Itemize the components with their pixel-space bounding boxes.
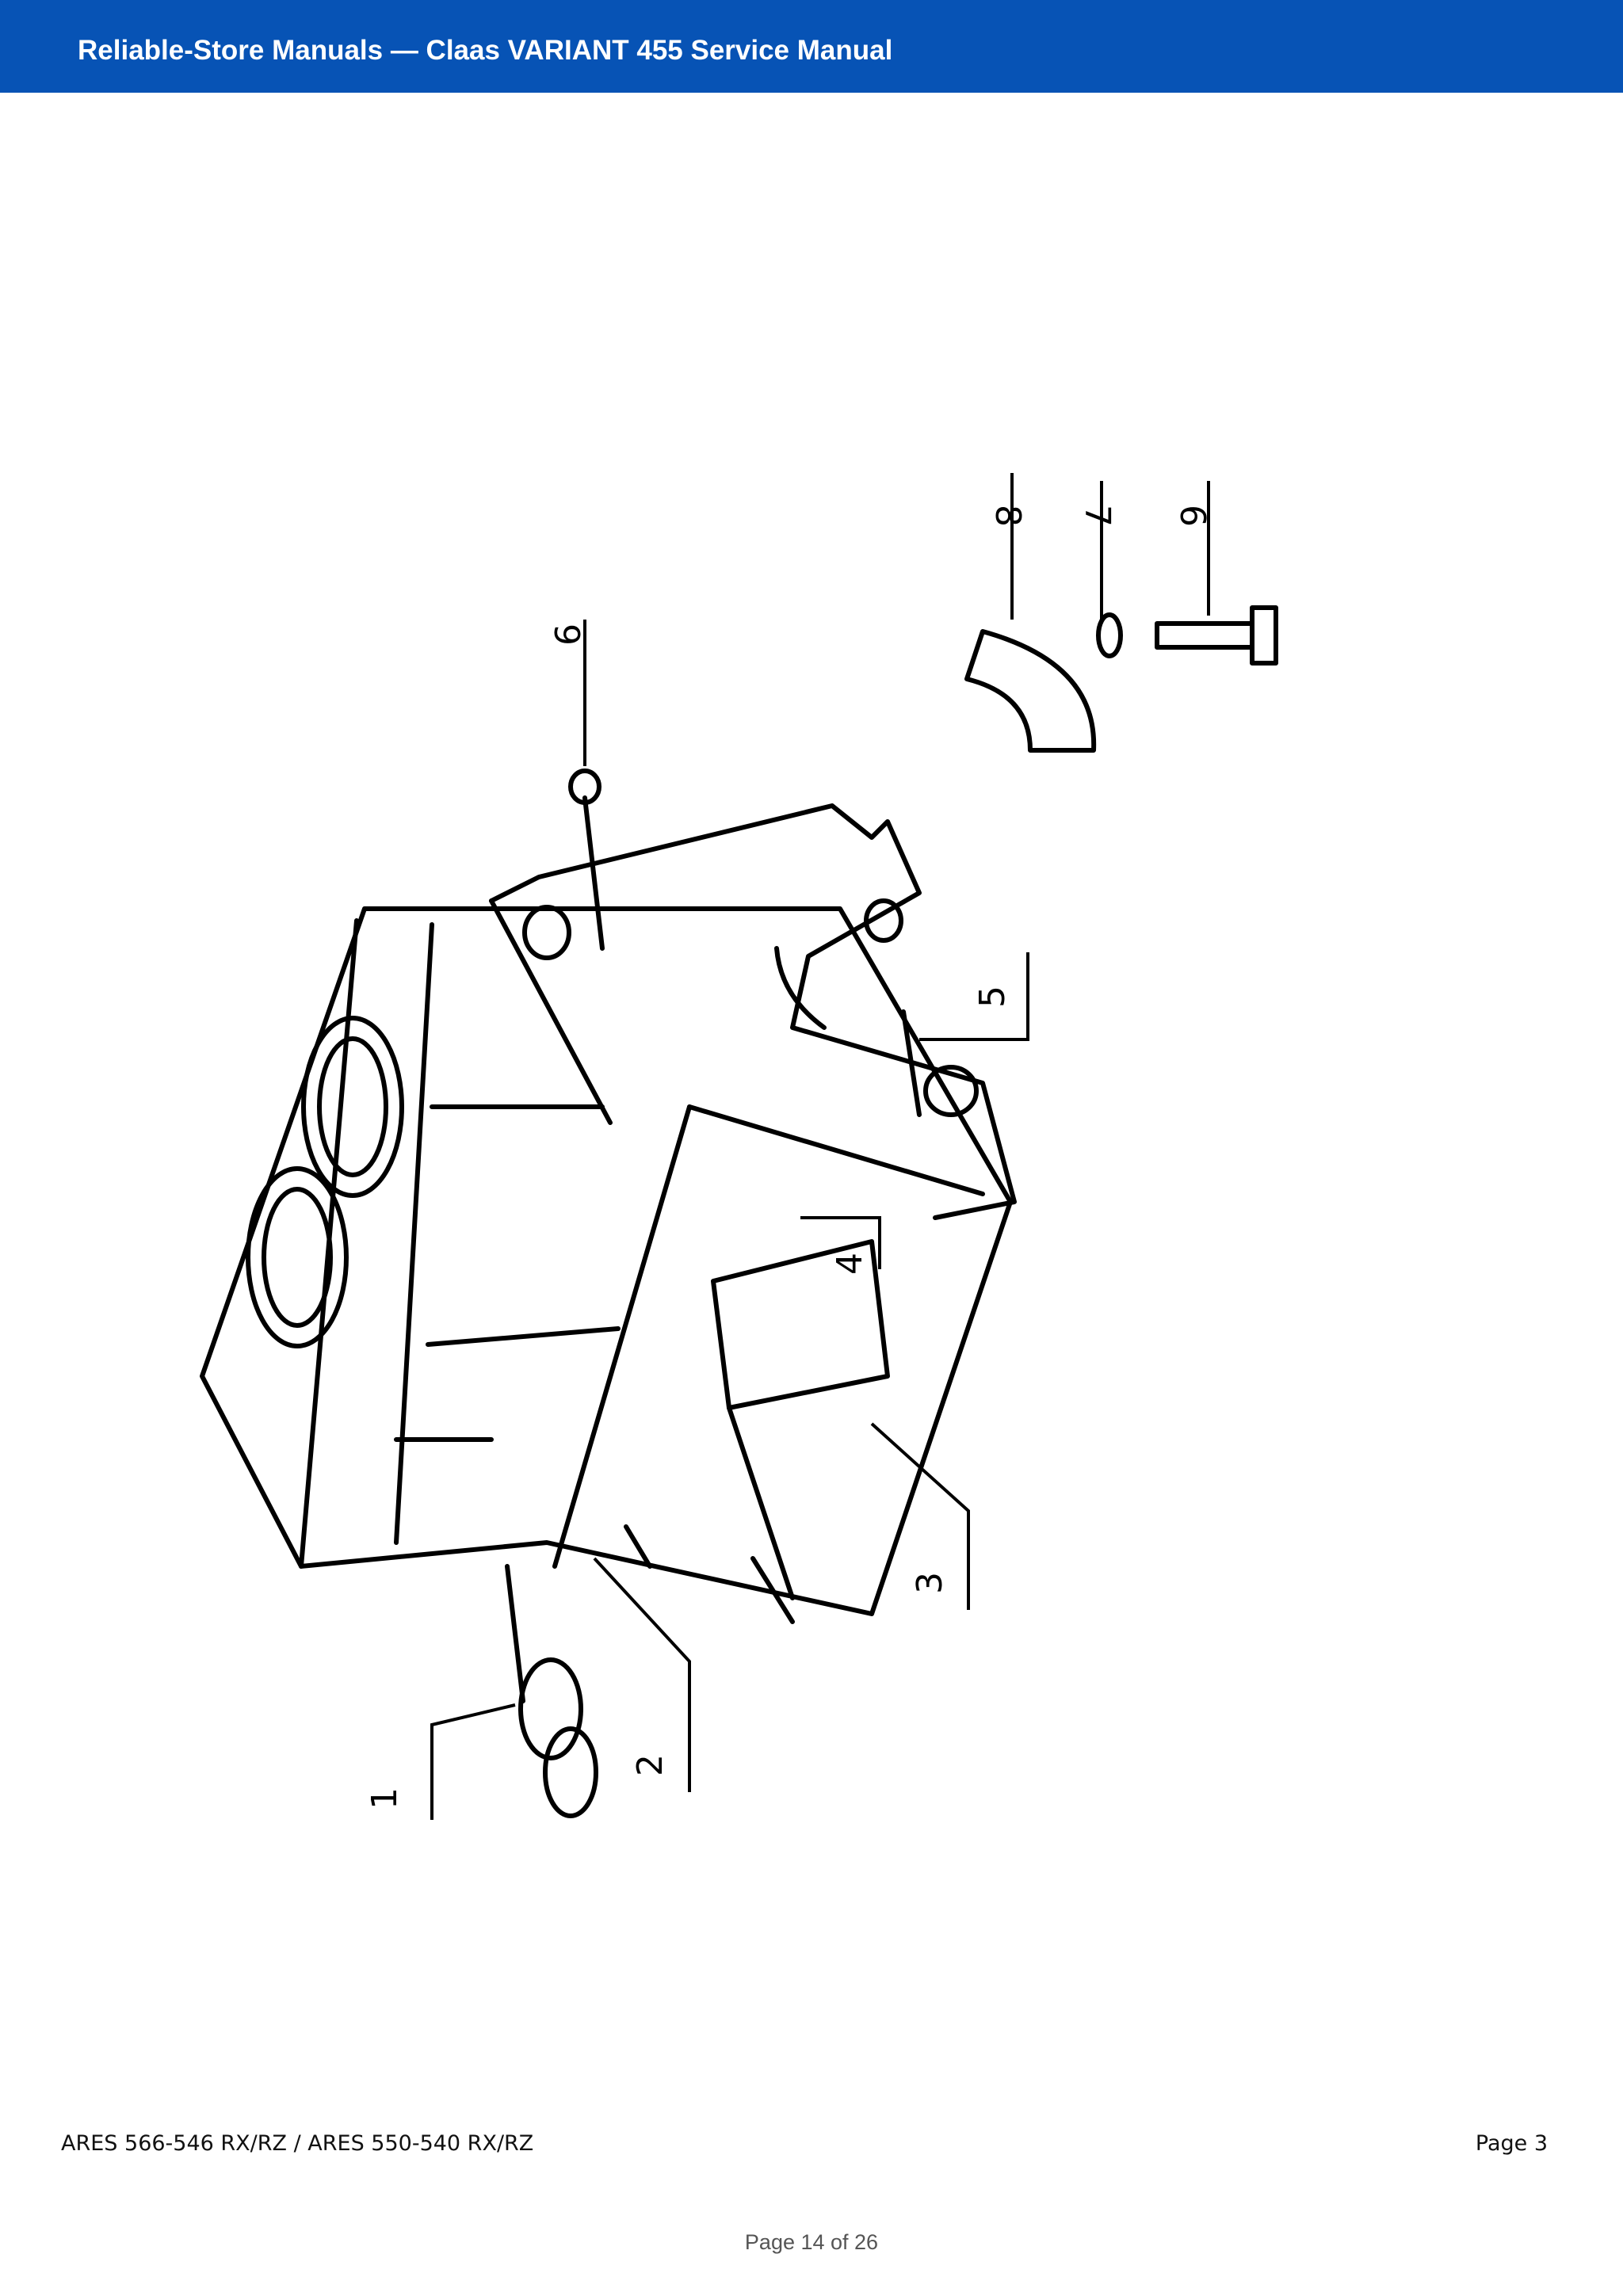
parts-drawing: 1 2 3 4 5 6 7 8 9 bbox=[200, 473, 1278, 1820]
document-header: Reliable-Store Manuals — Claas VARIANT 4… bbox=[0, 0, 1623, 93]
page-counter: Page 14 of 26 bbox=[744, 2230, 879, 2254]
footer-page-number: Page 3 bbox=[1475, 2131, 1548, 2156]
callout-7: 7 bbox=[1077, 505, 1117, 527]
callout-2: 2 bbox=[630, 1754, 670, 1776]
callout-5: 5 bbox=[972, 986, 1013, 1008]
callout-6: 6 bbox=[1172, 505, 1212, 527]
callout-labels: 1 2 3 4 5 6 7 8 9 bbox=[365, 505, 1212, 1810]
part-9-leader bbox=[582, 795, 605, 951]
callout-1: 1 bbox=[365, 1787, 405, 1810]
transmission-housing bbox=[200, 906, 1013, 1624]
exploded-parts-diagram: 1 2 3 4 5 6 7 8 9 bbox=[0, 93, 1623, 2097]
document-title: Reliable-Store Manuals — Claas VARIANT 4… bbox=[78, 35, 893, 66]
leader-lines bbox=[430, 473, 1210, 1820]
part-7-washer bbox=[1096, 612, 1123, 658]
part-6-bolt bbox=[1155, 605, 1278, 666]
part-5-pin bbox=[901, 1009, 922, 1117]
mounting-flange bbox=[489, 803, 1017, 1220]
callout-4: 4 bbox=[830, 1253, 870, 1275]
part-8-bearing-shell bbox=[964, 629, 1097, 753]
callout-8: 8 bbox=[987, 505, 1028, 527]
callout-3: 3 bbox=[910, 1572, 950, 1594]
footer-model: ARES 566-546 RX/RZ / ARES 550-540 RX/RZ bbox=[61, 2131, 534, 2156]
callout-9: 9 bbox=[546, 624, 586, 646]
part-1-link bbox=[505, 1564, 598, 1818]
